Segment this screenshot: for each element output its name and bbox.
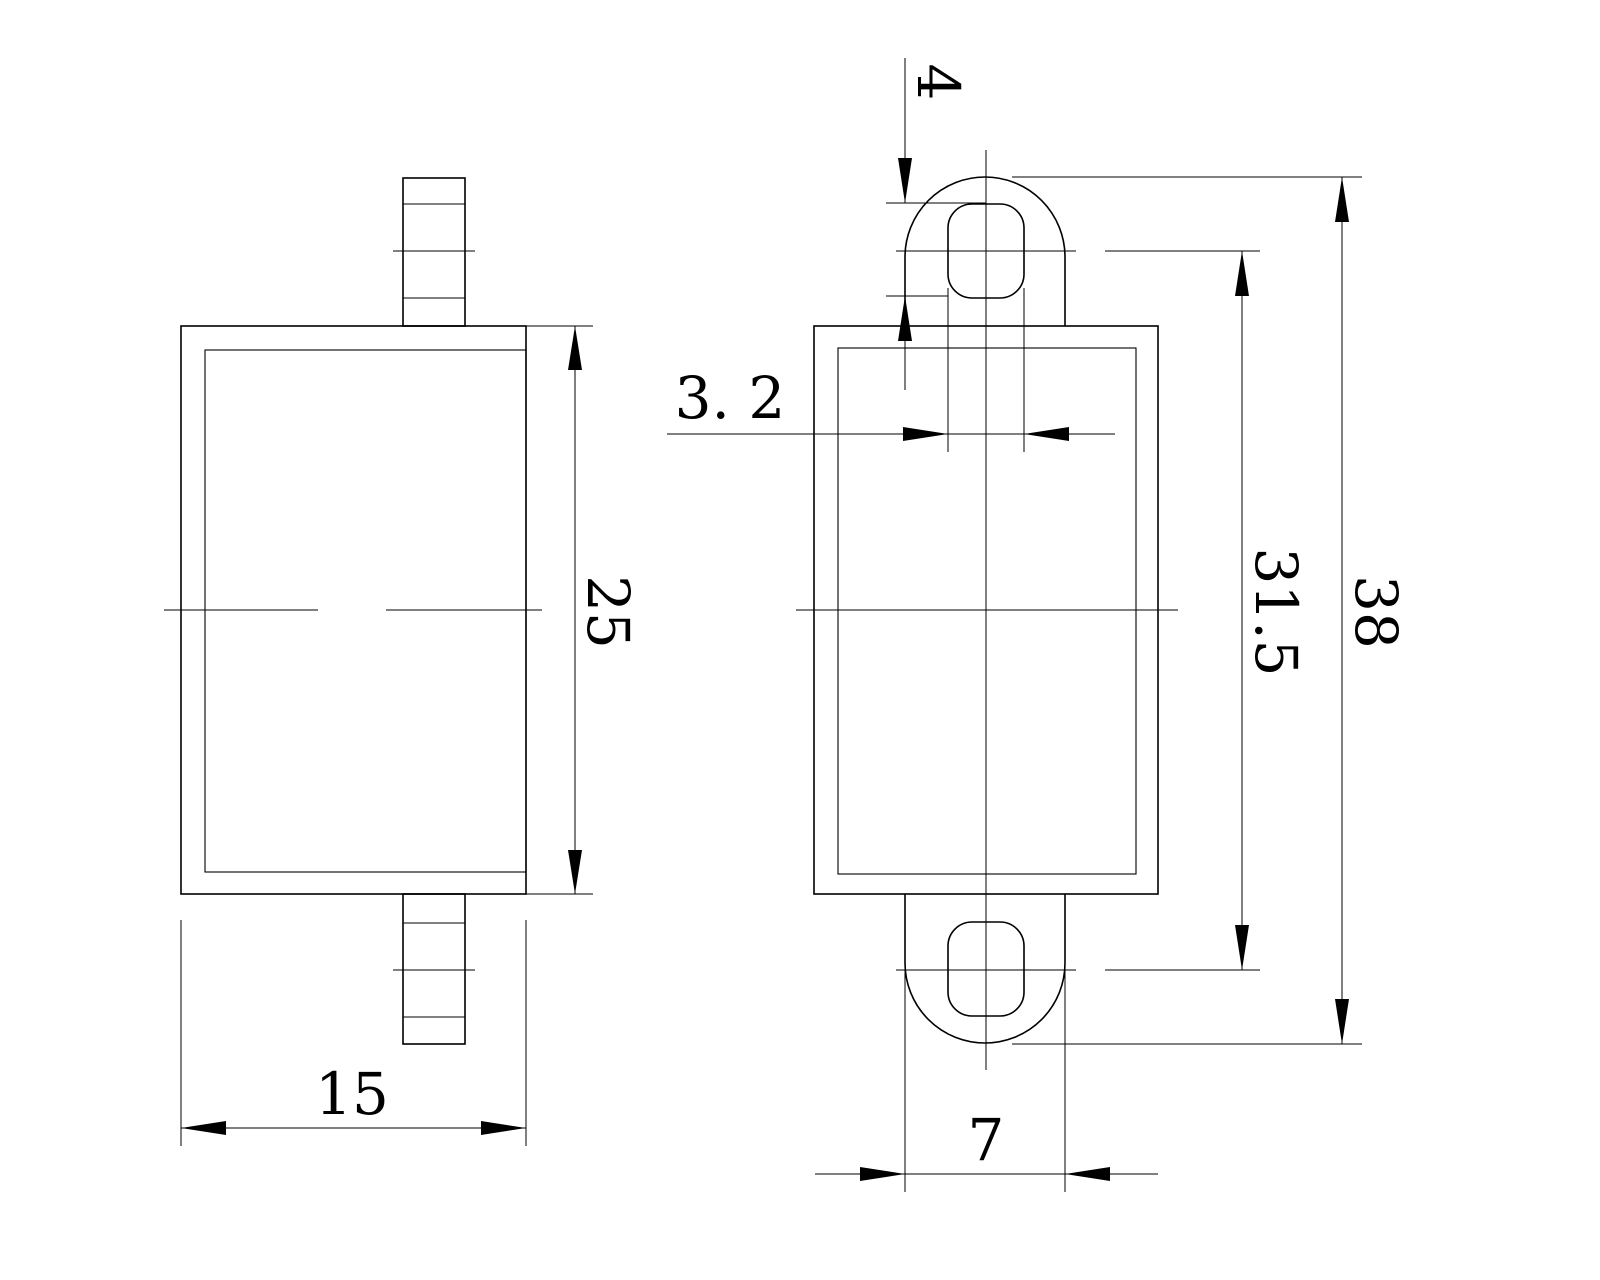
dim-label-slot-width: 3. 2: [675, 364, 786, 432]
dimension-side-height: 25: [526, 325, 642, 895]
front-body-inner: [837, 347, 1137, 875]
side-body-inner: [204, 349, 527, 873]
side-top-terminal: [402, 177, 466, 327]
dimension-hole-offset: 4: [886, 58, 986, 390]
front-bottom-tab: [904, 894, 1066, 1044]
dimension-overall-length: 38: [1012, 176, 1410, 1045]
dim-label-side-width: 15: [315, 1060, 389, 1128]
front-top-tab: [904, 176, 1066, 326]
dim-label-hole-pitch: 31.5: [1242, 547, 1310, 676]
dim-label-hole-offset: 4: [904, 64, 972, 101]
dim-label-tab-width: 7: [968, 1106, 1005, 1174]
dimension-tab-width: 7: [815, 970, 1158, 1192]
side-view: [164, 177, 542, 1045]
dim-label-overall-length: 38: [1342, 575, 1410, 649]
dimension-hole-pitch: 31.5: [1105, 250, 1310, 971]
dimension-side-width: 15: [180, 920, 527, 1146]
dim-label-side-height: 25: [574, 575, 642, 649]
dimension-slot-width: 3. 2: [667, 288, 1115, 452]
front-view: [796, 150, 1178, 1070]
side-bottom-terminal: [402, 893, 466, 1045]
